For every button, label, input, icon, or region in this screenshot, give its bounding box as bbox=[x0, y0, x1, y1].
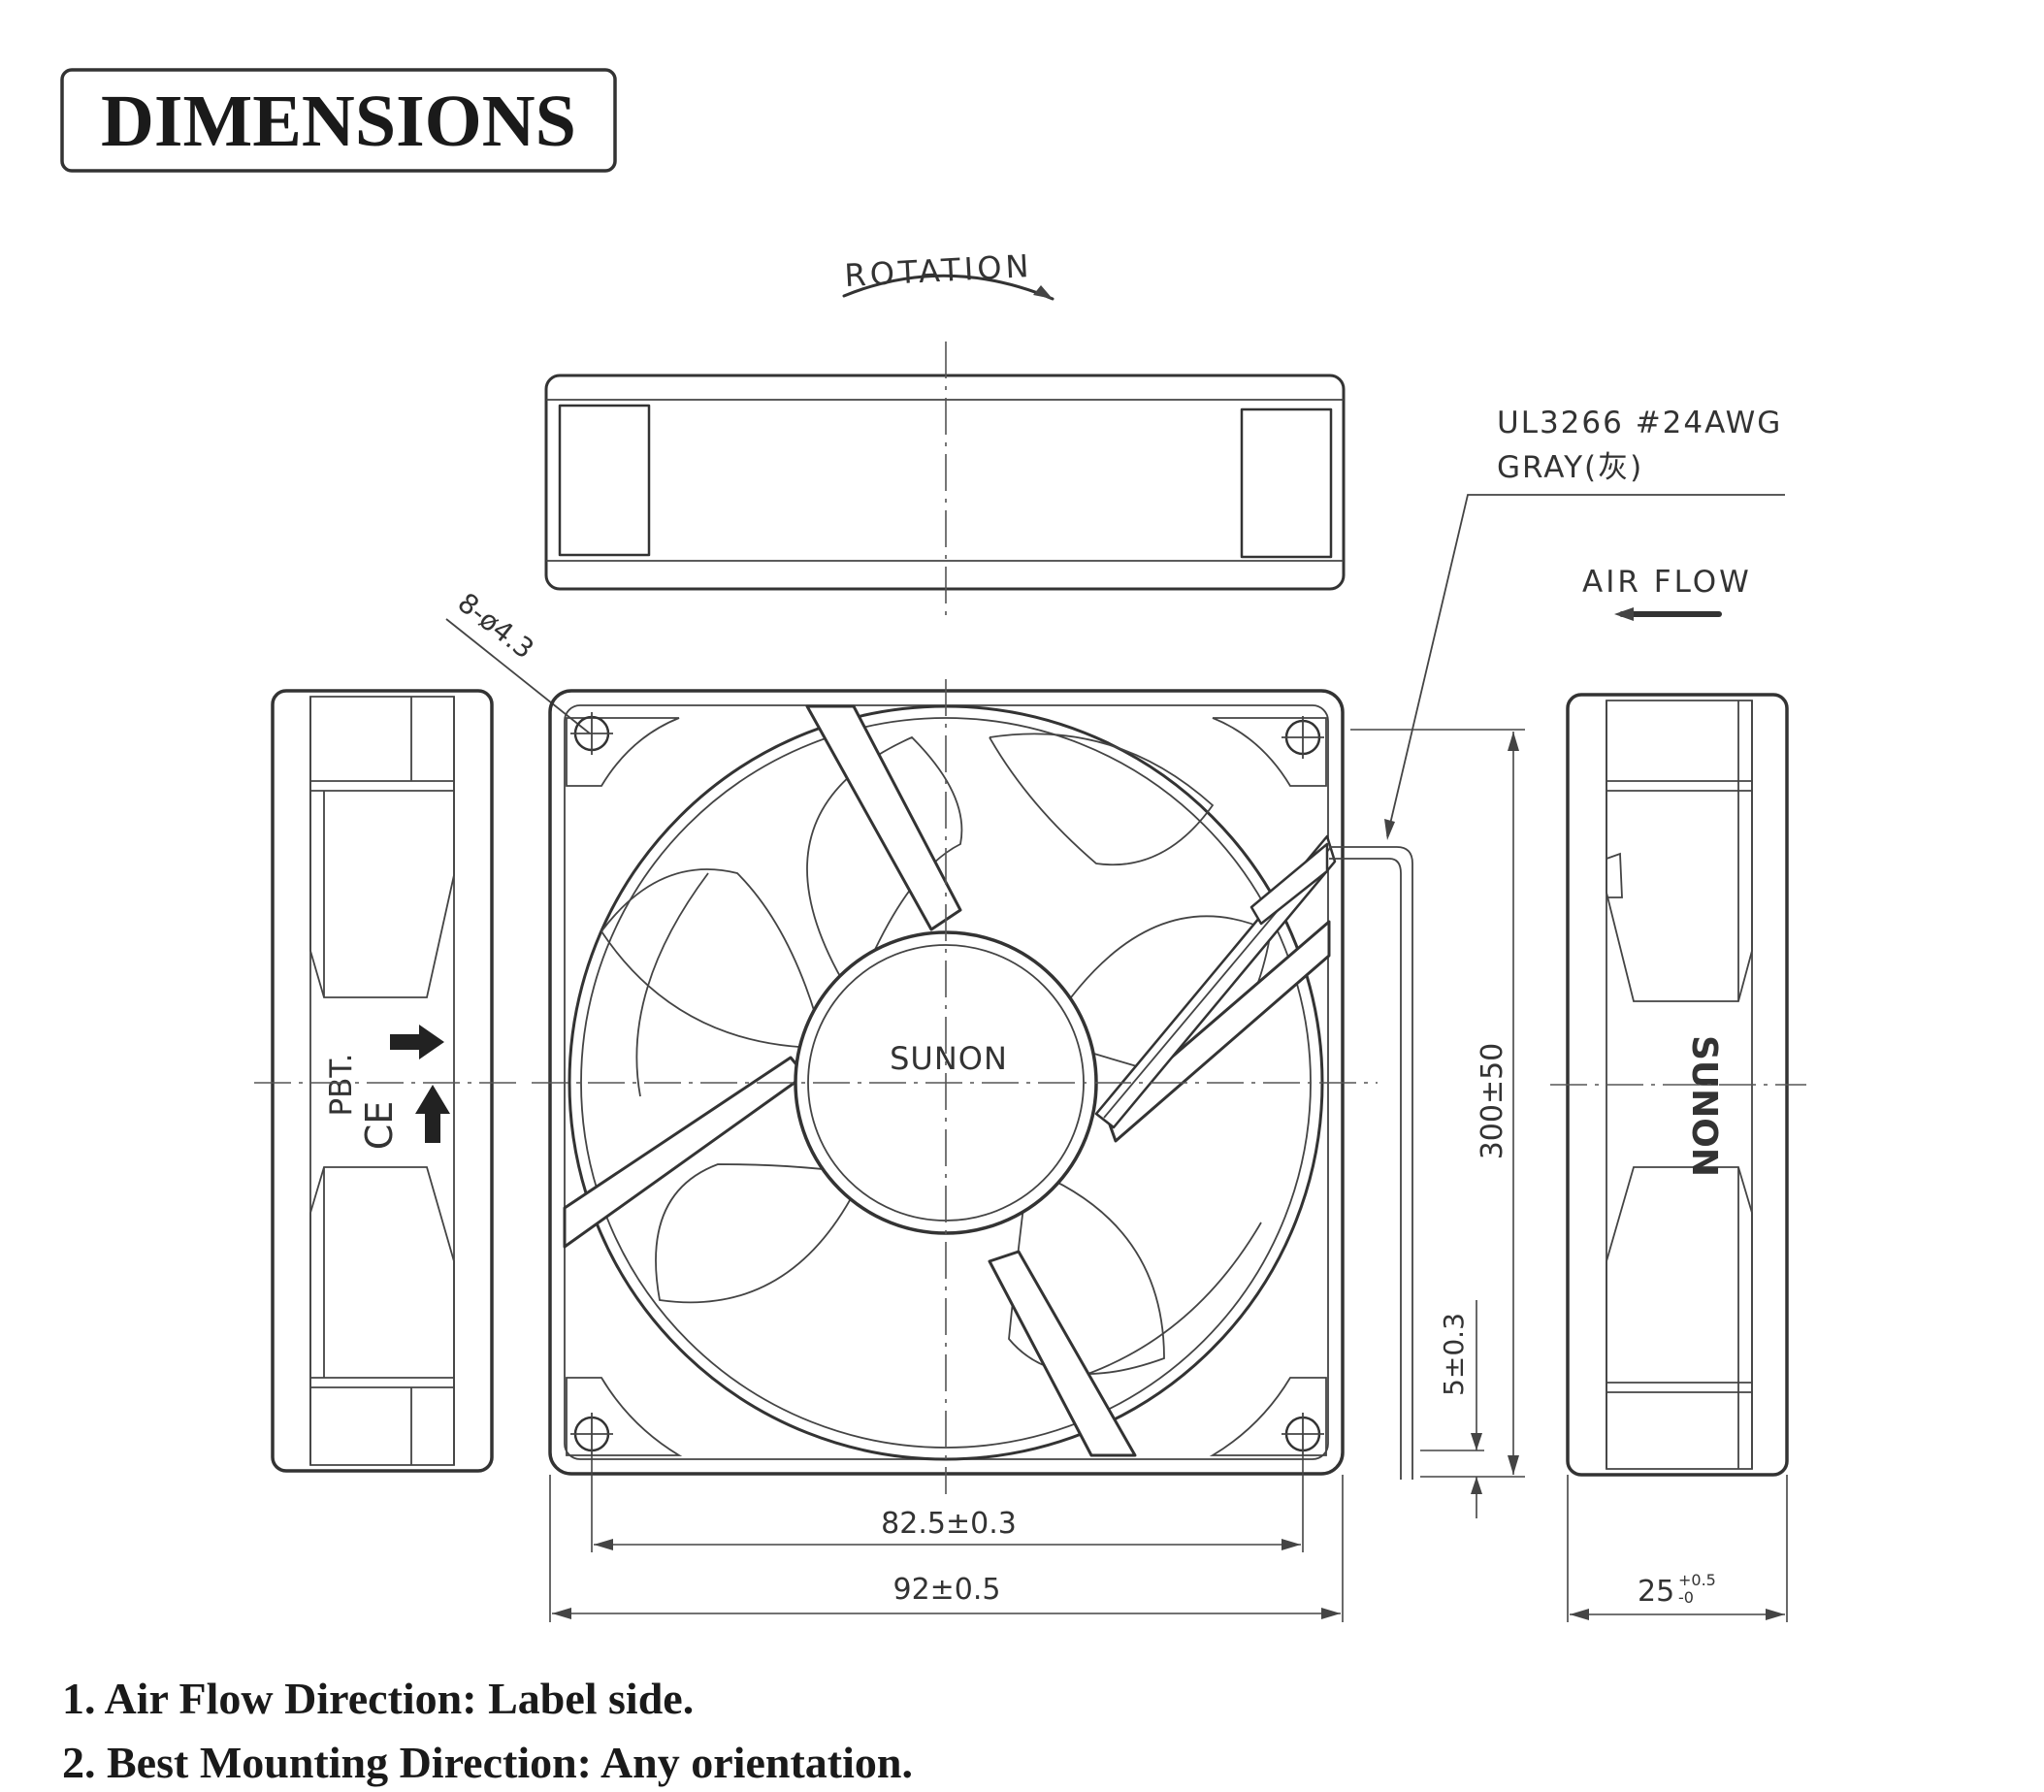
thickness-tol-upper: +0.5 bbox=[1678, 1571, 1716, 1589]
title-box: DIMENSIONS bbox=[60, 68, 617, 173]
front-view: SUNON bbox=[532, 679, 1413, 1494]
note-air-flow: 1. Air Flow Direction: Label side. bbox=[62, 1674, 694, 1723]
air-flow-indicator: AIR FLOW bbox=[1582, 565, 1752, 621]
air-flow-label: AIR FLOW bbox=[1582, 565, 1752, 600]
dimension-lead-length: 300±50 bbox=[1350, 729, 1525, 1478]
cable-spec-line2: GRAY(灰) bbox=[1497, 450, 1643, 485]
mount-hole-icon bbox=[1282, 1413, 1324, 1455]
rotation-label: ROTATION bbox=[844, 247, 1034, 294]
rotation-indicator: ROTATION bbox=[842, 247, 1054, 301]
mount-hole-icon bbox=[1282, 716, 1324, 759]
arrow-up-icon bbox=[415, 1085, 450, 1143]
frame-width-value: 92±0.5 bbox=[892, 1573, 1000, 1607]
lead-length-value: 300±50 bbox=[1476, 1043, 1509, 1160]
thickness-tol-lower: -0 bbox=[1678, 1588, 1694, 1607]
dimension-thickness: 25 +0.5 -0 bbox=[1567, 1475, 1788, 1622]
side-brand-label: SUNON bbox=[1684, 1035, 1724, 1177]
note-mounting: 2. Best Mounting Direction: Any orientat… bbox=[62, 1738, 913, 1787]
mount-hole-icon bbox=[570, 712, 613, 755]
arrow-right-icon bbox=[390, 1025, 444, 1059]
page-title: DIMENSIONS bbox=[101, 81, 576, 162]
top-view bbox=[544, 342, 1346, 621]
mount-hole-icon bbox=[570, 1413, 613, 1455]
notes-list: 1. Air Flow Direction: Label side. 2. Be… bbox=[62, 1674, 913, 1787]
left-side-view: PBT. CE bbox=[254, 689, 519, 1473]
lead-strip-value: 5±0.3 bbox=[1438, 1313, 1470, 1396]
hub-brand-label: SUNON bbox=[890, 1040, 1008, 1077]
cable-spec-line1: UL3266 #24AWG bbox=[1497, 406, 1782, 440]
dimension-hole-pitch: 82.5±0.3 bbox=[591, 1455, 1304, 1552]
material-label: PBT. bbox=[324, 1053, 359, 1116]
ce-mark-icon: CE bbox=[358, 1101, 401, 1151]
hole-pitch-value: 82.5±0.3 bbox=[881, 1507, 1017, 1541]
thickness-value: 25 bbox=[1638, 1575, 1674, 1609]
dimension-lead-strip: 5±0.3 bbox=[1420, 1300, 1484, 1518]
cable-spec-callout: UL3266 #24AWG GRAY(灰) bbox=[1384, 406, 1785, 840]
dimension-frame-width: 92±0.5 bbox=[549, 1475, 1344, 1622]
mount-hole-label: 8-ø4.3 bbox=[452, 587, 540, 666]
right-side-view: SUNON bbox=[1550, 693, 1806, 1477]
